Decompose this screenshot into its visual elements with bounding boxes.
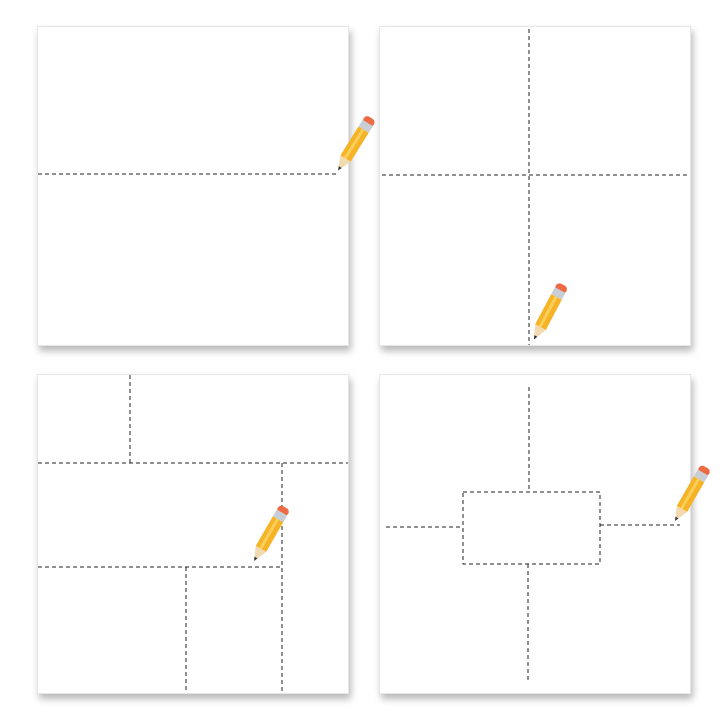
paper-panel-one-horizontal-fold [37, 26, 375, 346]
pencil-icon [533, 283, 567, 340]
pencil-icon [254, 505, 289, 561]
pencil-icon [338, 116, 375, 171]
dashed-center-rectangle [462, 491, 601, 565]
paper-panel-center-rectangle-folds [379, 374, 710, 694]
fold-lines [382, 29, 688, 345]
paper-panel-quarter-folds [379, 26, 691, 346]
pencil-icon [675, 465, 710, 521]
fold-lines [386, 387, 680, 681]
fold-lines [38, 173, 336, 175]
paper-panel-brick-folds [37, 374, 349, 694]
fold-lines [38, 375, 348, 693]
